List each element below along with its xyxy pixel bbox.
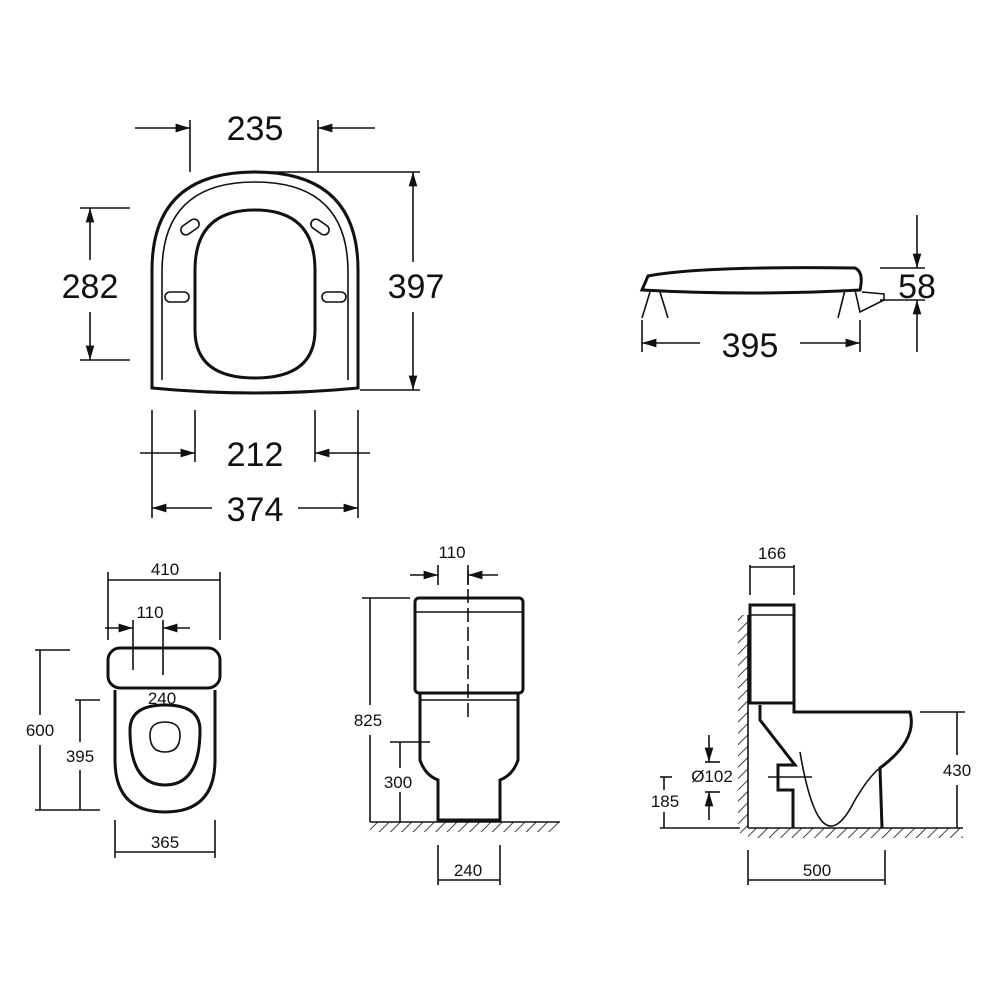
wc-plan-view: 410 110 240 600 395 365 — [26, 560, 222, 858]
dim-397: 397 — [388, 268, 445, 306]
dim-212: 212 — [227, 436, 284, 474]
dim-185: 185 — [651, 792, 679, 811]
seat-plan-view: 235 282 397 212 374 — [62, 110, 445, 529]
dim-374: 374 — [227, 491, 284, 529]
dim-diameter-102: Ø102 — [691, 767, 733, 786]
dim-365: 365 — [151, 833, 179, 852]
dim-58: 58 — [898, 268, 936, 306]
dim-395: 395 — [722, 327, 779, 365]
dim-166: 166 — [758, 544, 786, 563]
seat-opening — [193, 208, 317, 380]
seat-side-view: 58 395 — [639, 215, 936, 365]
dim-395-plan: 395 — [66, 747, 94, 766]
cistern-front — [413, 596, 525, 695]
cistern-side — [748, 603, 796, 705]
dim-240-plan: 240 — [148, 689, 176, 708]
seat-outline — [150, 170, 360, 395]
wc-side-view: 166 Ø102 185 430 500 — [651, 544, 971, 885]
seat-side-outline — [639, 266, 863, 295]
dim-600: 600 — [26, 721, 54, 740]
dim-110-front: 110 — [438, 543, 465, 562]
dim-300: 300 — [384, 773, 412, 792]
dim-500: 500 — [803, 861, 831, 880]
dim-410: 410 — [151, 560, 179, 579]
wc-front-view: 110 825 300 240 — [354, 543, 560, 885]
dim-240-front: 240 — [454, 861, 482, 880]
dim-282: 282 — [62, 268, 119, 306]
dim-825: 825 — [354, 711, 382, 730]
cistern-plan — [106, 646, 222, 690]
dim-430: 430 — [943, 761, 971, 780]
dim-110-plan: 110 — [136, 603, 163, 622]
dim-235: 235 — [227, 110, 284, 148]
